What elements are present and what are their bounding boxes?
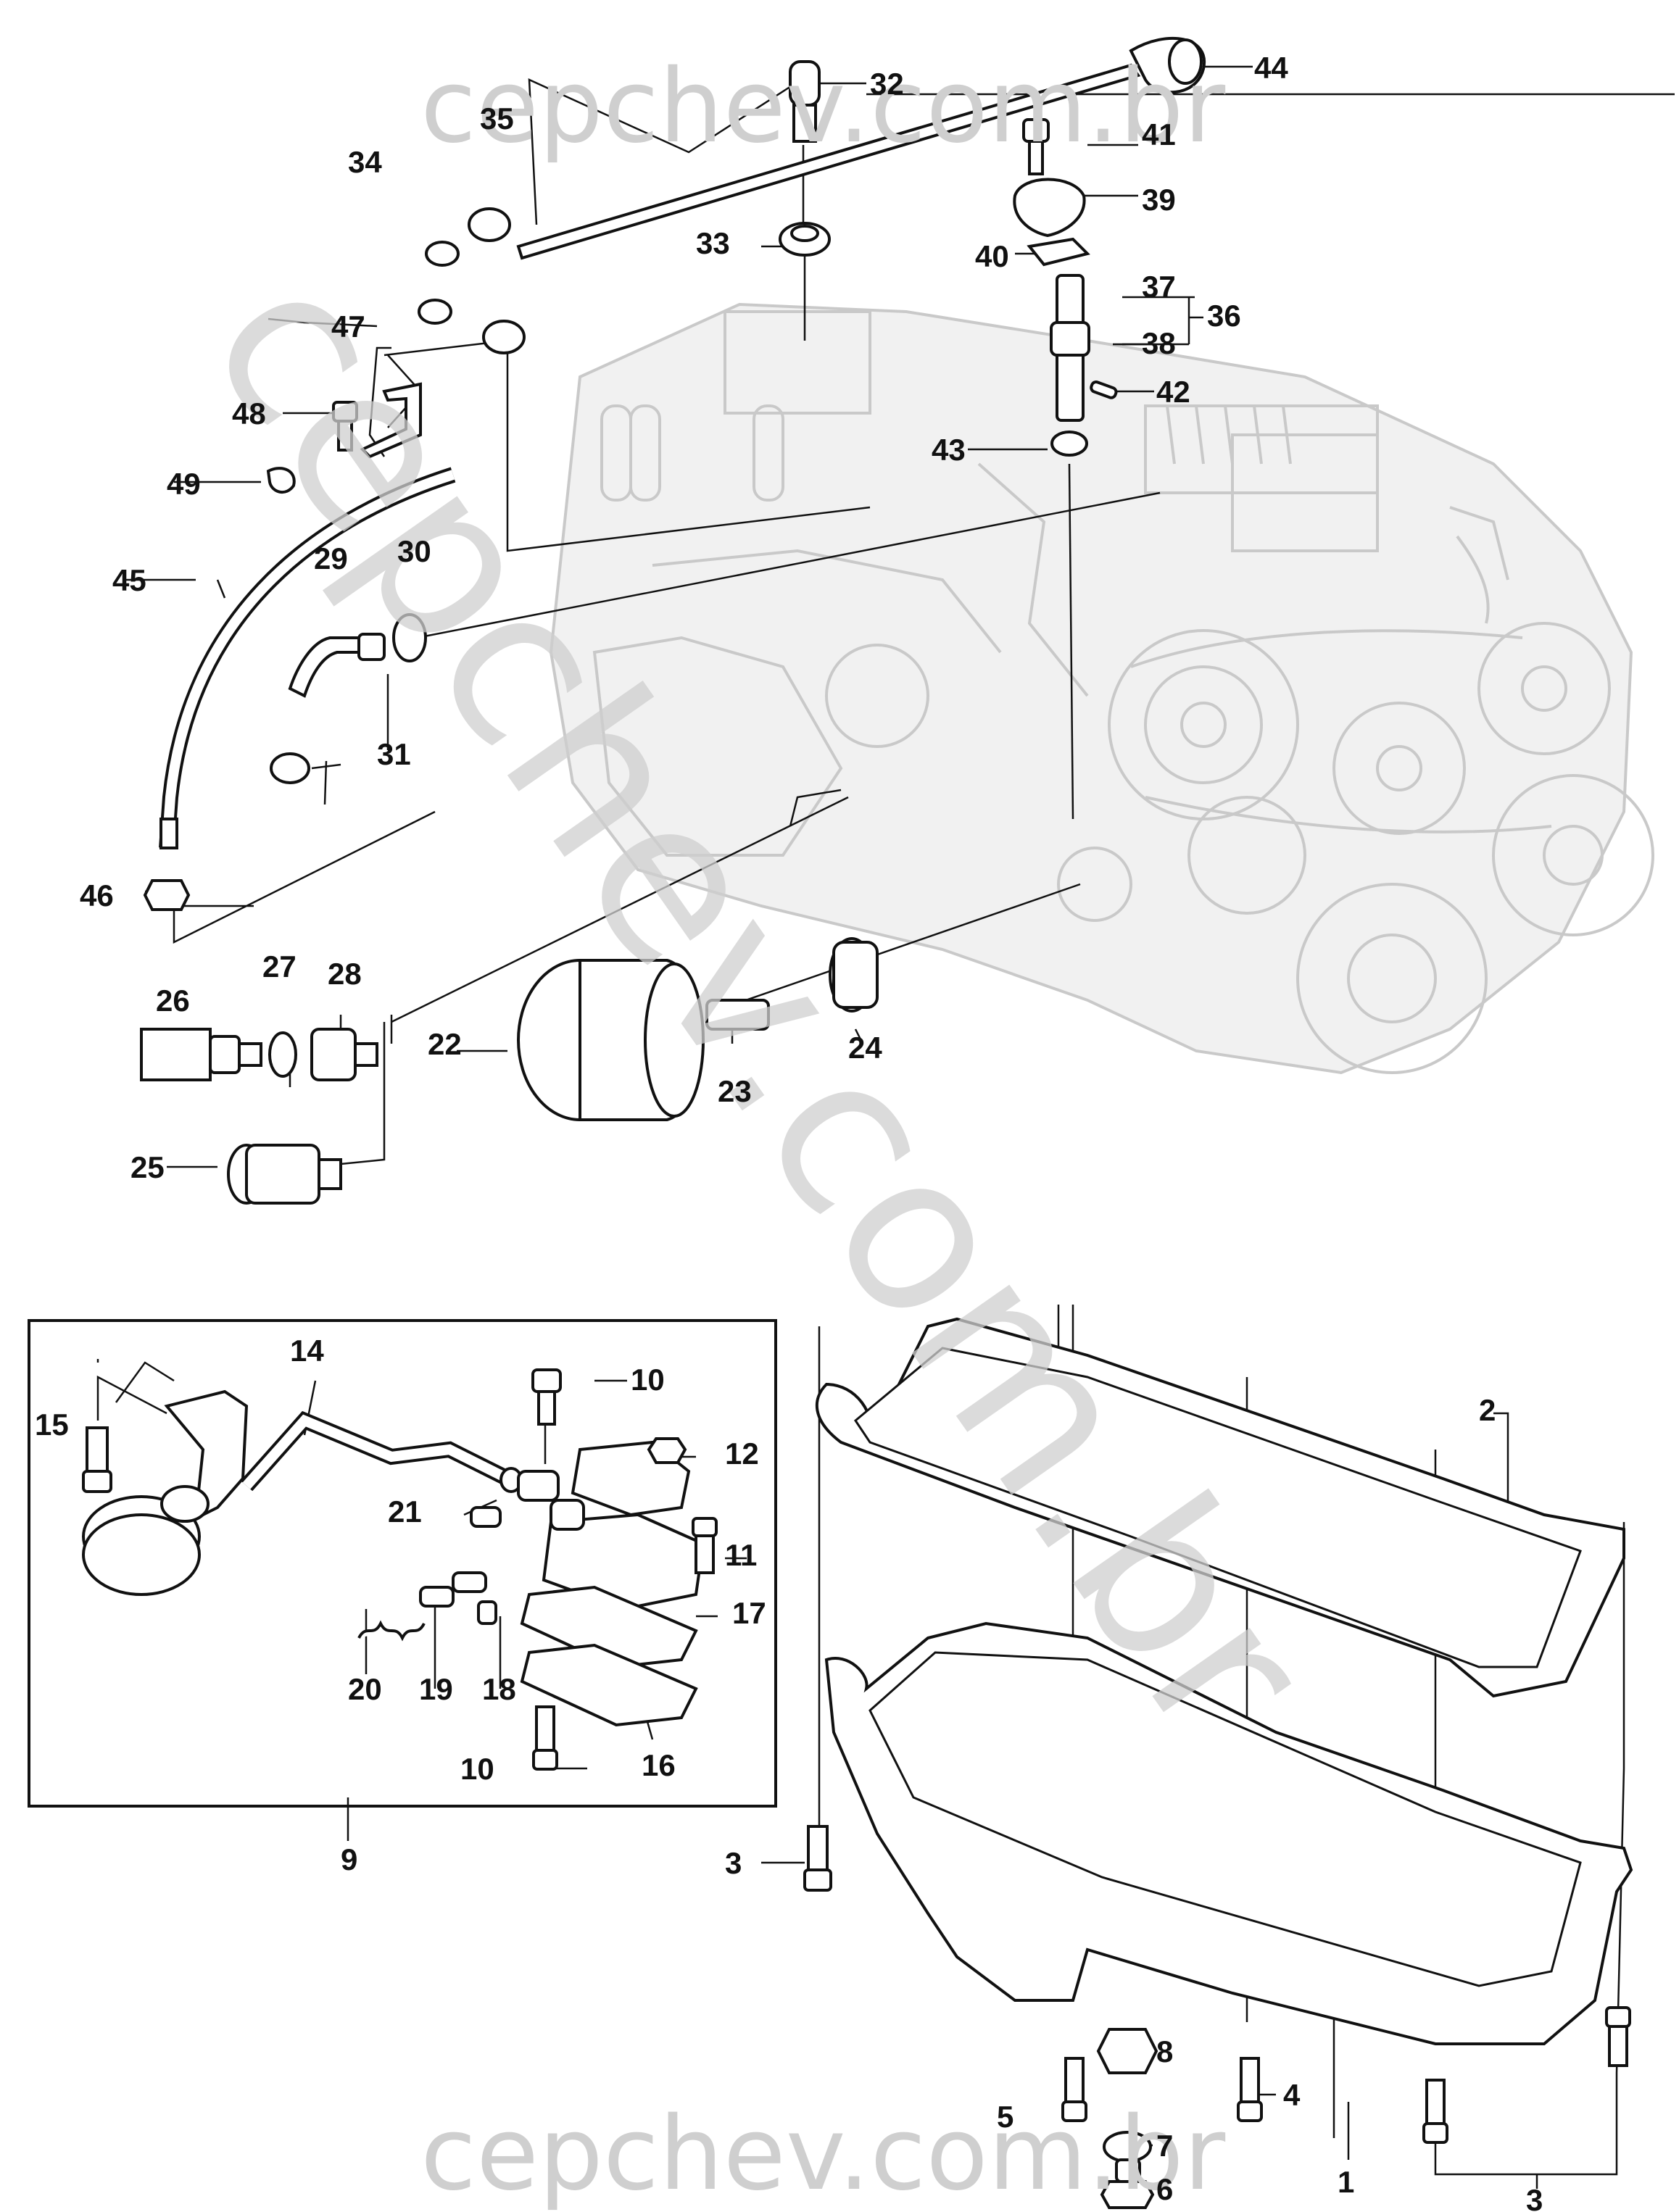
callout-5: 5	[997, 2100, 1013, 2134]
callout-11: 11	[725, 1538, 757, 1572]
callout-25: 25	[130, 1150, 165, 1184]
engine-background	[549, 302, 1654, 1075]
watermark-top: cepchev.com.br	[420, 48, 1226, 166]
callout-16: 16	[642, 1748, 676, 1782]
callout-labels: 44 32 35 34 41 39 33 40 37 36 38 47 42 4…	[35, 51, 1543, 2212]
callout-18: 18	[482, 1672, 516, 1706]
callout-40: 40	[975, 239, 1009, 273]
callout-19: 19	[419, 1672, 453, 1706]
callout-32: 32	[870, 67, 904, 101]
callout-6: 6	[1156, 2172, 1173, 2206]
callout-28: 28	[328, 957, 362, 991]
callout-45: 45	[112, 563, 146, 597]
callout-44: 44	[1254, 51, 1288, 85]
callout-27: 27	[262, 949, 297, 984]
callout-26: 26	[156, 984, 190, 1018]
parts-upper	[140, 36, 1206, 1205]
callout-4: 4	[1283, 2078, 1301, 2112]
callout-14: 14	[290, 1334, 324, 1368]
callout-38: 38	[1142, 326, 1176, 360]
callout-21: 21	[388, 1494, 422, 1529]
callout-3-right: 3	[1526, 2183, 1543, 2212]
callout-29: 29	[314, 541, 348, 575]
callout-37: 37	[1142, 270, 1176, 304]
callout-43: 43	[932, 433, 966, 467]
oil-pump-assembly-box	[28, 1319, 777, 1808]
callout-23: 23	[718, 1074, 752, 1108]
callout-17: 17	[732, 1596, 766, 1630]
callout-47: 47	[331, 309, 365, 344]
callout-9: 9	[341, 1842, 357, 1876]
callout-49: 49	[167, 467, 201, 501]
watermark-bottom: cepchev.com.br	[420, 2095, 1226, 2212]
callout-10-bottom: 10	[460, 1752, 494, 1786]
callout-3-left: 3	[725, 1846, 742, 1880]
callout-15: 15	[35, 1408, 69, 1442]
callout-2: 2	[1479, 1393, 1496, 1427]
callout-36: 36	[1207, 299, 1241, 333]
callout-34: 34	[348, 145, 382, 179]
callout-8: 8	[1156, 2034, 1173, 2068]
callout-39: 39	[1142, 183, 1176, 217]
callout-7: 7	[1156, 2129, 1173, 2163]
callout-22: 22	[428, 1027, 462, 1061]
callout-31: 31	[377, 737, 411, 771]
callout-33: 33	[696, 226, 730, 260]
callout-24: 24	[848, 1031, 882, 1065]
callout-35: 35	[480, 101, 514, 136]
callout-41: 41	[1142, 117, 1176, 151]
callout-12: 12	[725, 1436, 759, 1471]
callout-10-top: 10	[631, 1363, 665, 1397]
callout-46: 46	[80, 878, 114, 912]
callout-1: 1	[1338, 2165, 1354, 2199]
callout-48: 48	[232, 396, 266, 431]
callout-42: 42	[1156, 375, 1190, 409]
parts-oil-pan	[803, 1317, 1633, 2209]
callout-20: 20	[348, 1672, 382, 1706]
parts-oil-pump	[82, 1368, 718, 1771]
callout-30: 30	[397, 534, 431, 568]
